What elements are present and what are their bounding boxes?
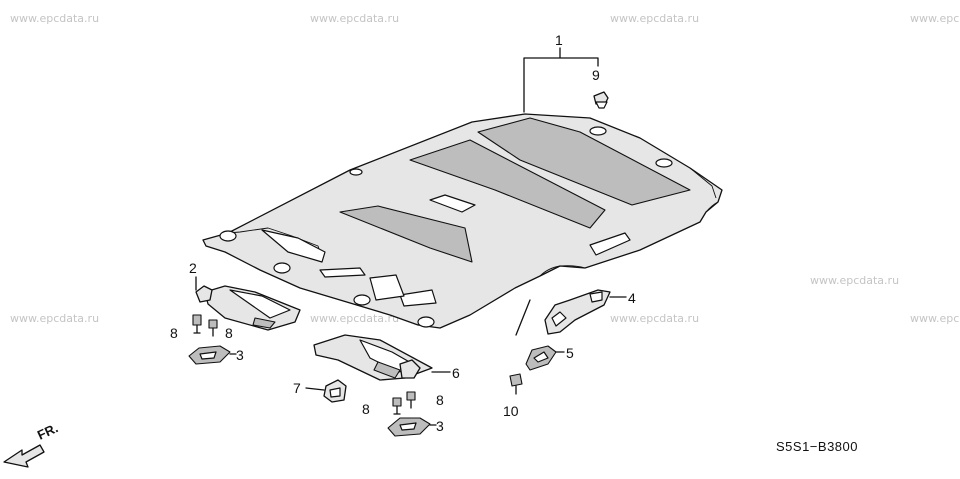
right-sunvisor-group: 6 7 8 8 3 — [293, 334, 460, 437]
arrow-left-icon — [3, 444, 45, 468]
watermark: www.epcdata.ru — [810, 274, 899, 287]
watermark-partial: www.epc — [910, 312, 959, 325]
callout-number: 9 — [592, 67, 600, 83]
callout-number: 8 — [170, 325, 178, 341]
callout-number: 6 — [452, 365, 460, 381]
callout-number: 4 — [628, 290, 636, 306]
callout-number: 8 — [436, 392, 444, 408]
callout-number: 7 — [293, 380, 301, 396]
callout-number: 3 — [436, 418, 444, 434]
callout-number: 1 — [555, 32, 563, 48]
left-sunvisor-group: 2 8 8 3 — [170, 260, 301, 365]
watermark: www.epcdata.ru — [610, 12, 699, 25]
watermark-layer: www.epcdata.ru www.epcdata.ru www.epcdat… — [10, 12, 959, 325]
watermark: www.epcdata.ru — [310, 12, 399, 25]
diagram-code: S5S1−B3800 — [776, 439, 858, 454]
callout-1-leader: 1 — [523, 32, 599, 113]
watermark: www.epcdata.ru — [10, 12, 99, 25]
callout-number: 2 — [189, 260, 197, 276]
callout-number: 5 — [566, 345, 574, 361]
watermark: www.epcdata.ru — [610, 312, 699, 325]
callout-number: 8 — [225, 325, 233, 341]
watermark-partial: www.epc — [910, 12, 959, 25]
callout-number: 8 — [362, 401, 370, 417]
front-label: FR. — [35, 420, 60, 442]
callout-number: 10 — [503, 403, 519, 419]
callout-number: 3 — [236, 347, 244, 363]
watermark: www.epcdata.ru — [10, 312, 99, 325]
grab-handle-group: 4 5 10 — [503, 289, 636, 419]
clip-9: 9 — [592, 67, 609, 109]
front-direction-indicator: FR. — [3, 420, 60, 468]
watermark: www.epcdata.ru — [310, 312, 399, 325]
headliner-part — [202, 113, 723, 329]
